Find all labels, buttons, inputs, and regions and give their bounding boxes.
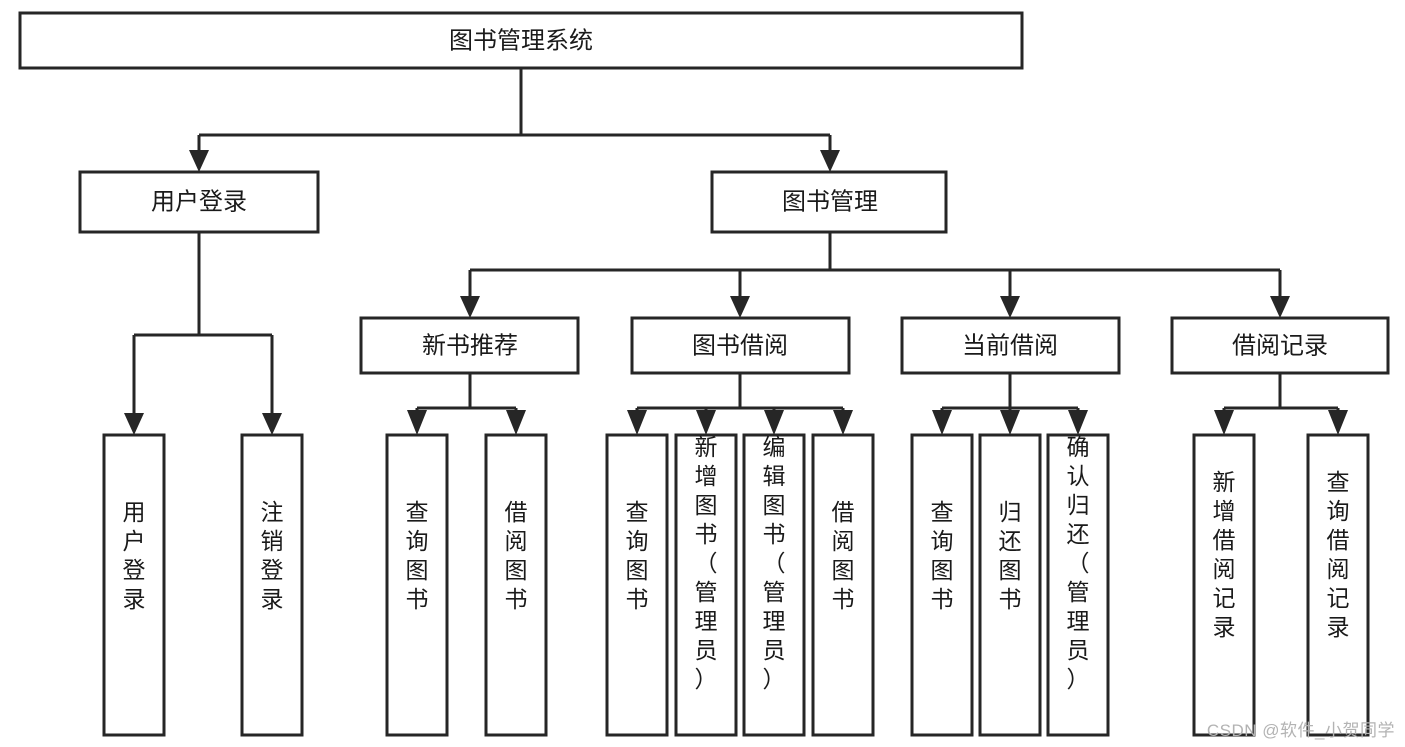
arrow-head-leaf-query-book-1: [407, 410, 427, 435]
node-leaf-query-book-3-box[interactable]: [910, 433, 974, 737]
connector-layer: [124, 68, 1348, 435]
node-leaf-add-book-label: 新增图书（管理员）: [695, 434, 718, 692]
node-leaf-query-book-2-box[interactable]: [605, 433, 669, 737]
node-book-management-box[interactable]: [710, 170, 948, 234]
node-leaf-confirm-return[interactable]: 确认归还（管理员）: [1046, 433, 1110, 737]
node-new-book-recommend[interactable]: 新书推荐: [359, 316, 580, 375]
node-leaf-borrow-book-2-label: 借阅图书: [832, 499, 855, 612]
node-new-book-recommend-label: 新书推荐: [422, 332, 518, 359]
node-book-borrow[interactable]: 图书借阅: [630, 316, 851, 375]
node-leaf-return-book-box[interactable]: [978, 433, 1042, 737]
node-leaf-borrow-book-1[interactable]: 借阅图书: [484, 433, 548, 737]
node-leaf-query-book-1-label: 查询图书: [406, 499, 429, 612]
node-leaf-logout-login-box[interactable]: [240, 433, 304, 737]
node-book-borrow-box[interactable]: [630, 316, 851, 375]
node-borrow-record-box[interactable]: [1170, 316, 1390, 375]
node-borrow-record[interactable]: 借阅记录: [1170, 316, 1390, 375]
node-root-box[interactable]: [18, 11, 1024, 70]
node-root-system[interactable]: 图书管理系统: [18, 11, 1024, 70]
arrow-head-leaf-add-record: [1214, 410, 1234, 435]
arrow-head-book-management: [820, 150, 840, 172]
node-leaf-add-book[interactable]: 新增图书（管理员）: [674, 433, 738, 737]
arrow-head-leaf-return-book: [1000, 410, 1020, 435]
arrow-head-user-login: [189, 150, 209, 172]
node-leaf-add-record-label: 新增借阅记录: [1213, 469, 1236, 640]
arrow-head-leaf-borrow-book-2: [833, 410, 853, 435]
node-leaf-query-record-box[interactable]: [1306, 433, 1370, 737]
node-current-borrow-label: 当前借阅: [962, 332, 1058, 359]
csdn-watermark: CSDN @软件_小贺同学: [1206, 721, 1395, 740]
node-leaf-add-record-box[interactable]: [1192, 433, 1256, 737]
arrow-head-leaf-borrow-book-1: [506, 410, 526, 435]
node-leaf-query-record[interactable]: 查询借阅记录: [1306, 433, 1370, 737]
node-leaf-query-book-1[interactable]: 查询图书: [385, 433, 449, 737]
arrow-head-leaf-query-book-2: [627, 410, 647, 435]
node-leaf-query-book-3-label: 查询图书: [931, 499, 954, 612]
node-leaf-borrow-book-2-box[interactable]: [811, 433, 875, 737]
node-leaf-logout-login-label: 注销登录: [261, 499, 284, 612]
node-book-management[interactable]: 图书管理: [710, 170, 948, 234]
node-leaf-add-record[interactable]: 新增借阅记录: [1192, 433, 1256, 737]
node-book-management-label: 图书管理: [782, 188, 878, 215]
node-current-borrow[interactable]: 当前借阅: [900, 316, 1121, 375]
node-user-login-box[interactable]: [78, 170, 320, 234]
node-leaf-return-book-label: 归还图书: [999, 499, 1022, 612]
node-leaf-add-book-box[interactable]: [674, 433, 738, 737]
node-borrow-record-label: 借阅记录: [1232, 332, 1328, 359]
node-user-login[interactable]: 用户登录: [78, 170, 320, 234]
arrow-head-new-book-recommend: [460, 296, 480, 318]
arrow-head-current-borrow: [1000, 296, 1020, 318]
node-leaf-return-book[interactable]: 归还图书: [978, 433, 1042, 737]
node-leaf-query-book-3[interactable]: 查询图书: [910, 433, 974, 737]
node-leaf-user-login-box[interactable]: [102, 433, 166, 737]
node-leaf-borrow-book-1-box[interactable]: [484, 433, 548, 737]
node-leaf-query-book-2[interactable]: 查询图书: [605, 433, 669, 737]
node-user-login-label: 用户登录: [151, 188, 247, 215]
arrow-head-leaf-add-book: [696, 410, 716, 435]
node-leaf-logout-login[interactable]: 注销登录: [240, 433, 304, 737]
arrow-head-book-borrow: [730, 296, 750, 318]
node-leaf-user-login-label: 用户登录: [123, 499, 146, 612]
node-leaf-query-book-2-label: 查询图书: [626, 499, 649, 612]
node-leaf-edit-book-box[interactable]: [742, 433, 806, 737]
node-leaf-edit-book-label: 编辑图书（管理员）: [763, 434, 786, 692]
arrow-head-leaf-user-login: [124, 413, 144, 435]
node-new-book-recommend-box[interactable]: [359, 316, 580, 375]
node-root-label: 图书管理系统: [449, 27, 593, 54]
node-current-borrow-box[interactable]: [900, 316, 1121, 375]
node-leaf-borrow-book-2[interactable]: 借阅图书: [811, 433, 875, 737]
node-book-borrow-label: 图书借阅: [692, 332, 788, 359]
arrow-head-leaf-query-record: [1328, 410, 1348, 435]
arrow-head-borrow-record: [1270, 296, 1290, 318]
node-leaf-confirm-return-label: 确认归还（管理员）: [1067, 434, 1090, 692]
node-leaf-user-login[interactable]: 用户登录: [102, 433, 166, 737]
node-leaf-query-record-label: 查询借阅记录: [1327, 469, 1350, 640]
node-leaf-confirm-return-box[interactable]: [1046, 433, 1110, 737]
arrow-head-leaf-logout-login: [262, 413, 282, 435]
arrow-head-leaf-edit-book: [764, 410, 784, 435]
arrow-head-leaf-query-book-3: [932, 410, 952, 435]
arrow-head-leaf-confirm-return: [1068, 410, 1088, 435]
node-leaf-borrow-book-1-label: 借阅图书: [505, 499, 528, 612]
node-leaf-query-book-1-box[interactable]: [385, 433, 449, 737]
node-leaf-edit-book[interactable]: 编辑图书（管理员）: [742, 433, 806, 737]
